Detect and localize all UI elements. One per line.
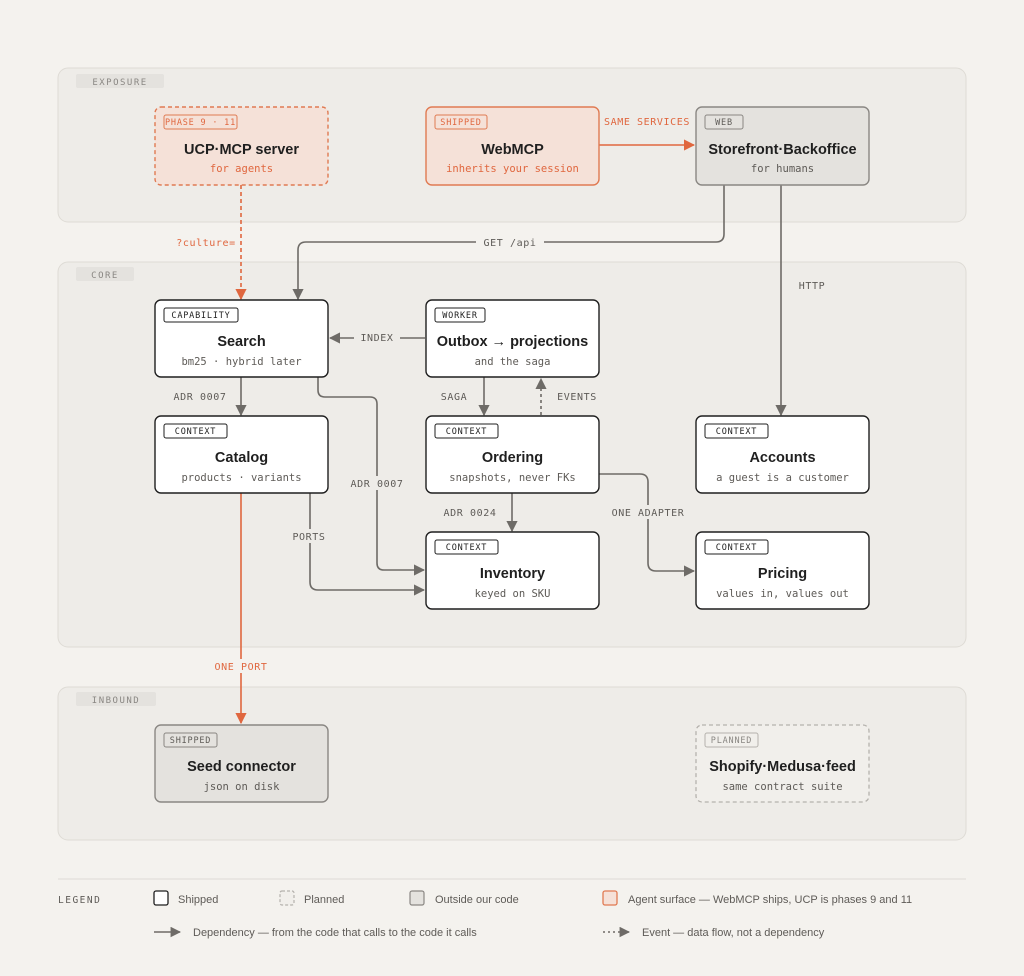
node-subtitle: snapshots, never FKs: [449, 472, 575, 484]
node-storefront-backoffice[interactable]: WEB Storefront·Backoffice for humans: [695, 106, 870, 186]
node-subtitle: json on disk: [204, 781, 281, 793]
node-inventory[interactable]: CONTEXT Inventory keyed on SKU: [425, 531, 600, 610]
node-tag: PLANNED: [711, 736, 752, 746]
node-outbox-projections[interactable]: WORKER Outbox → projections and the saga: [425, 299, 600, 378]
node-subtitle: bm25 · hybrid later: [181, 356, 301, 368]
node-subtitle: same contract suite: [722, 781, 842, 793]
node-subtitle: a guest is a customer: [716, 472, 849, 484]
node-subtitle: values in, values out: [716, 588, 849, 600]
node-tag: SHIPPED: [440, 118, 481, 128]
edge-search-inventory: [317, 377, 426, 576]
node-title: Search: [217, 334, 265, 350]
legend-title: LEGEND: [58, 895, 101, 906]
legend-label-event: Event — data flow, not a dependency: [642, 927, 825, 939]
edge-label-culture: ?culture=: [176, 238, 236, 249]
edge-label-adr-0024: ADR 0024: [444, 508, 497, 519]
edge-label-adr-0007-search-catalog: ADR 0007: [174, 392, 227, 403]
node-tag: CONTEXT: [716, 543, 757, 553]
node-tag: SHIPPED: [170, 736, 211, 746]
node-catalog[interactable]: CONTEXT Catalog products · variants: [154, 415, 329, 494]
edge-ordering-pricing: [599, 473, 696, 577]
edge-label-same-services: SAME SERVICES: [604, 117, 690, 128]
node-title: Pricing: [758, 566, 807, 582]
node-title: WebMCP: [481, 142, 544, 158]
node-subtitle: products · variants: [181, 472, 301, 484]
node-tag: CONTEXT: [446, 543, 487, 553]
node-tag: CAPABILITY: [171, 311, 230, 321]
legend-swatch-agent: [602, 890, 618, 906]
legend-swatch-outside: [409, 890, 425, 906]
legend: LEGEND Shipped Planned Outside our code …: [58, 890, 912, 939]
legend-label-shipped: Shipped: [178, 894, 218, 906]
node-subtitle: and the saga: [475, 356, 551, 368]
node-subtitle: keyed on SKU: [475, 588, 551, 600]
edges: [235, 139, 787, 725]
legend-label-outside: Outside our code: [435, 894, 519, 906]
zone-label-core: CORE: [91, 271, 119, 281]
legend-swatch-shipped: [153, 890, 169, 906]
node-tag: PHASE 9 · 11: [165, 118, 236, 128]
edge-label-events: EVENTS: [557, 392, 597, 403]
node-title: Inventory: [480, 566, 545, 582]
node-subtitle: inherits your session: [446, 163, 579, 175]
node-title: Outbox → projections: [437, 334, 588, 350]
node-title: Ordering: [482, 450, 543, 466]
node-shopify-medusa-feed[interactable]: PLANNED Shopify·Medusa·feed same contrac…: [695, 724, 870, 803]
node-title: Seed connector: [187, 759, 296, 775]
node-title: Accounts: [749, 450, 815, 466]
node-tag: CONTEXT: [175, 427, 216, 437]
edge-labels: SAME SERVICES ?culture= GET /api HTTP IN…: [174, 117, 832, 673]
edge-label-one-port: ONE PORT: [215, 662, 268, 673]
node-tag: WEB: [715, 118, 733, 128]
zone-label-inbound: INBOUND: [92, 696, 140, 706]
node-subtitle: for agents: [210, 163, 273, 175]
node-ucp-mcp-server[interactable]: PHASE 9 · 11 UCP·MCP server for agents: [154, 106, 329, 186]
node-tag: CONTEXT: [446, 427, 487, 437]
legend-label-planned: Planned: [304, 894, 344, 906]
node-title: UCP·MCP server: [184, 142, 299, 158]
edge-label-ports: PORTS: [292, 532, 325, 543]
node-title: Storefront·Backoffice: [708, 142, 856, 158]
zone-label-exposure: EXPOSURE: [92, 78, 147, 88]
node-webmcp[interactable]: SHIPPED WebMCP inherits your session: [425, 106, 600, 186]
node-ordering[interactable]: CONTEXT Ordering snapshots, never FKs: [425, 415, 600, 494]
node-seed-connector[interactable]: SHIPPED Seed connector json on disk: [154, 724, 329, 803]
node-accounts[interactable]: CONTEXT Accounts a guest is a customer: [695, 415, 870, 494]
node-title: Catalog: [215, 450, 268, 466]
legend-label-dependency: Dependency — from the code that calls to…: [193, 927, 477, 939]
legend-swatch-planned: [279, 890, 295, 906]
legend-label-agent: Agent surface — WebMCP ships, UCP is pha…: [628, 894, 912, 906]
node-pricing[interactable]: CONTEXT Pricing values in, values out: [695, 531, 870, 610]
edge-label-http: HTTP: [799, 281, 825, 292]
node-tag: WORKER: [442, 311, 478, 321]
edge-label-get-api: GET /api: [484, 238, 537, 249]
edge-catalog-inventory: [309, 493, 426, 596]
node-subtitle: for humans: [751, 163, 814, 175]
edge-label-saga: SAGA: [441, 392, 467, 403]
node-title: Shopify·Medusa·feed: [709, 759, 856, 775]
node-tag: CONTEXT: [716, 427, 757, 437]
node-search[interactable]: CAPABILITY Search bm25 · hybrid later: [154, 299, 329, 378]
edge-label-one-adapter: ONE ADAPTER: [612, 508, 685, 519]
edge-label-index: INDEX: [360, 333, 393, 344]
edge-label-adr-0007-search-inventory: ADR 0007: [351, 479, 404, 490]
